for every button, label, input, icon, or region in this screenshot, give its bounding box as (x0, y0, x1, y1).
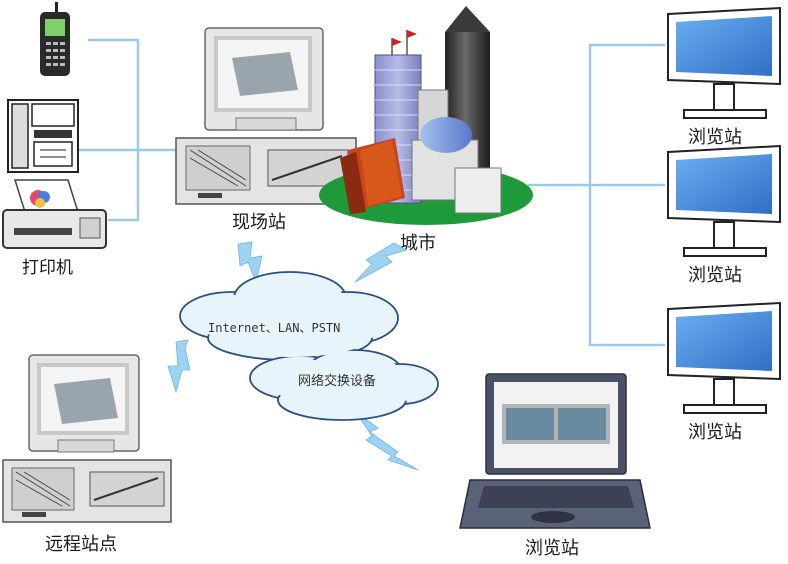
fax-machine-icon (7, 99, 79, 173)
site-station-label: 现场站 (232, 212, 286, 233)
printer-label: 打印机 (22, 258, 73, 278)
link-left-bus (88, 38, 140, 222)
link-right-bus (588, 43, 665, 347)
printer-icon (2, 179, 107, 249)
cloud-network-text: Internet、LAN、PSTN (208, 321, 340, 335)
bolt-city (354, 242, 407, 283)
remote-station-computer-icon (2, 354, 172, 523)
browse-station-label-3: 浏览站 (688, 422, 742, 443)
link-lines (78, 38, 665, 347)
laptop-browse-station-label: 浏览站 (525, 538, 579, 559)
browse-station-label-1: 浏览站 (688, 127, 742, 148)
laptop-browse-station-icon (459, 373, 651, 529)
bolt-laptop (355, 411, 419, 471)
bolt-remote (167, 339, 191, 394)
network-cloud (179, 271, 439, 421)
bolt-site-station (237, 241, 263, 284)
mobile-phone-icon (40, 2, 70, 76)
site-station-computer-icon (175, 27, 357, 205)
remote-station-label: 远程站点 (45, 534, 117, 555)
city-label: 城市 (400, 233, 436, 254)
cloud-equipment-text: 网络交换设备 (298, 373, 376, 389)
wireless-link-bolts (167, 241, 419, 471)
browse-station-label-2: 浏览站 (688, 265, 742, 286)
browse-station-monitor-icon (667, 301, 781, 414)
browse-station-monitor-icon (667, 144, 781, 257)
city-buildings-icon (319, 6, 533, 225)
browse-station-monitor-icon (667, 6, 781, 119)
